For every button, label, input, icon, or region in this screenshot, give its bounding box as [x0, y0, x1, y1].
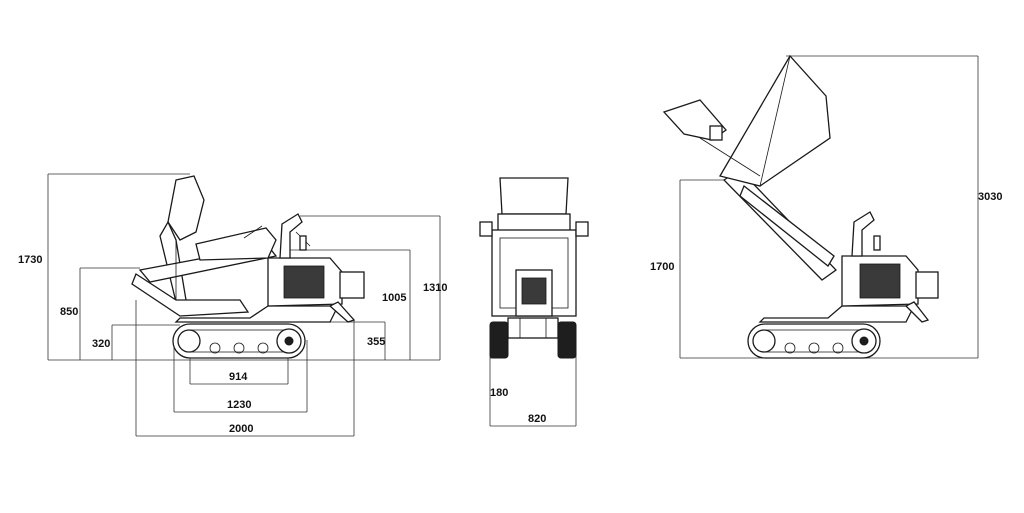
dim-1310: 1310 — [423, 282, 447, 294]
tipping-view-dimension-lines — [679, 55, 979, 359]
tipping-view: 1700 3030 — [650, 54, 1002, 359]
dim-1005: 1005 — [382, 292, 406, 304]
dim-914: 914 — [229, 371, 248, 383]
dim-1230: 1230 — [227, 399, 251, 411]
dim-320: 320 — [92, 338, 110, 350]
dim-355: 355 — [367, 336, 385, 348]
front-view: 180 820 — [479, 177, 589, 427]
dim-2000: 2000 — [229, 423, 253, 435]
dim-180: 180 — [490, 387, 508, 399]
side-view-machine — [131, 175, 365, 359]
dim-1730: 1730 — [18, 254, 42, 266]
dim-1700: 1700 — [650, 261, 674, 273]
side-view: 1730 850 320 914 1230 2000 355 1005 1310 — [18, 173, 447, 437]
dim-850: 850 — [60, 306, 78, 318]
dim-820: 820 — [528, 413, 546, 425]
tipping-view-machine — [662, 54, 939, 359]
front-view-machine — [479, 177, 589, 359]
dim-3030: 3030 — [978, 191, 1002, 203]
side-view-dimension-lines — [47, 173, 441, 437]
